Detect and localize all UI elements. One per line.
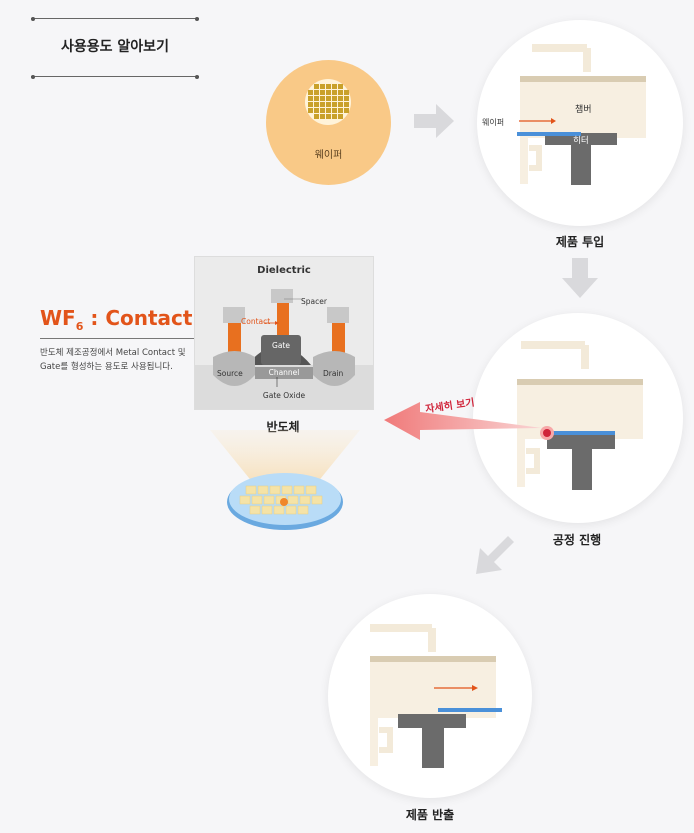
chip-source-label: Source [217,369,243,378]
wf6-title-prefix: WF [40,306,76,330]
wf6-desc-line2: Gate를 형성하는 용도로 사용됩니다. [40,362,173,372]
chip-contact-label: Contact [241,317,271,326]
chamber-process-circle [473,313,683,523]
arrow-right-icon [414,104,454,138]
wf6-title: WF6 : Contact [40,306,192,333]
title-top-rule [31,16,199,21]
wf6-description: 반도체 제조공정에서 Metal Contact 및 Gate를 형성하는 용도… [40,346,200,374]
wafer-disc-icon [210,430,360,530]
chip-gate-oxide-label: Gate Oxide [262,391,306,400]
title-bottom-rule [31,74,199,79]
wf6-rule [40,338,240,339]
chamber-insert-circle: 챔버 웨이퍼 히터 [477,20,683,226]
wf6-title-suffix: : Contact [83,306,193,330]
chip-drain-label: Drain [323,369,344,378]
wafer-circle [266,60,391,185]
chip-cross-section: Dielectric Spacer Contact Gate Source Ch… [194,256,374,410]
step-process-caption: 공정 진행 [552,533,602,547]
wafer-icon [305,79,351,125]
chip-dielectric-label: Dielectric [257,265,311,276]
wf6-desc-line1: 반도체 제조공정에서 Metal Contact 및 [40,348,186,358]
chip-spacer-label: Spacer [301,297,327,306]
arrow-down-left-icon [476,532,514,574]
chamber-label: 챔버 [575,105,592,115]
chamber-remove-circle [328,594,532,798]
detail-arrow-icon[interactable] [384,398,544,444]
chip-channel-label: Channel [268,368,300,377]
chamber-wafer-label: 웨이퍼 [482,118,505,127]
heater-label: 히터 [573,136,589,146]
step-remove-caption: 제품 반출 [405,808,455,822]
wafer-label: 웨이퍼 [314,150,343,161]
chip-gate-label: Gate [272,341,290,350]
step-insert-caption: 제품 투입 [555,235,605,249]
arrow-down-icon [562,258,598,298]
wf6-title-sub: 6 [75,320,84,333]
page-title: 사용용도 알아보기 [61,39,169,55]
